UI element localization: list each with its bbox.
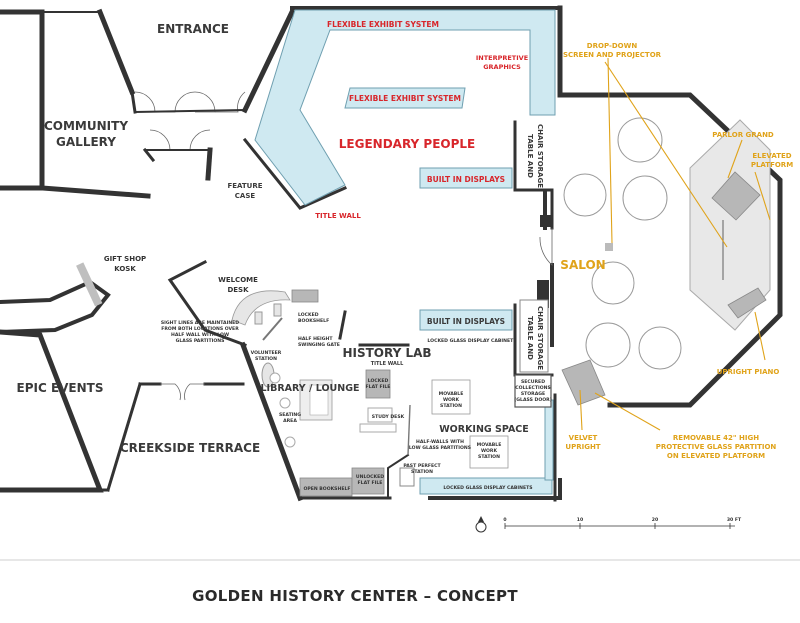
label-volunteer-2: STATION xyxy=(255,356,277,362)
furniture xyxy=(76,262,509,497)
label-locked-bookshelf-2: BOOKSHELF xyxy=(298,318,329,324)
label-built-in-displays-top: BUILT IN DISPLAYS xyxy=(427,175,505,184)
label-welcome-1: WELCOME xyxy=(218,276,258,284)
label-locked-glass-cab-top: LOCKED GLASS DISPLAY CABINETS xyxy=(427,338,516,344)
label-removable-3: ON ELEVATED PLATFORM xyxy=(667,452,765,460)
label-built-in-displays-lab: BUILT IN DISPLAYS xyxy=(427,317,505,326)
scale-tick-0: 0 xyxy=(503,517,506,523)
label-seating-2: AREA xyxy=(283,418,297,424)
exhibit-labels: FLEXIBLE EXHIBIT SYSTEM FLEXIBLE EXHIBIT… xyxy=(227,20,528,367)
terrace-door-left xyxy=(160,383,181,401)
room-labels: ENTRANCE COMMUNITY GALLERY LEGENDARY PEO… xyxy=(17,22,606,455)
label-dropdown-2: SCREEN AND PROJECTOR xyxy=(563,51,662,59)
label-locked-flat-1: LOCKED xyxy=(368,378,389,384)
salon-furniture xyxy=(561,57,771,431)
storage-blocks xyxy=(514,215,552,408)
label-community-1: COMMUNITY xyxy=(44,119,128,133)
label-elevated-1: ELEVATED xyxy=(752,152,791,160)
label-locked-bookshelf-1: LOCKED xyxy=(298,312,319,318)
label-movable-2c: STATION xyxy=(478,454,500,460)
label-feature-case-1: FEATURE xyxy=(227,182,262,190)
scale-tick-20: 20 xyxy=(652,517,658,523)
label-title-wall-lab: TITLE WALL xyxy=(371,361,404,367)
label-movable-2b: WORK xyxy=(481,448,498,454)
label-parlor-grand: PARLOR GRAND xyxy=(712,131,774,139)
label-history-lab: HISTORY LAB xyxy=(342,346,431,360)
label-community-2: GALLERY xyxy=(56,135,116,149)
label-movable-2a: MOVABLE xyxy=(477,442,502,448)
label-feature-case-2: CASE xyxy=(235,192,256,200)
label-entrance: ENTRANCE xyxy=(157,22,229,36)
label-secured-1: SECURED xyxy=(521,379,545,385)
label-locked-glass-cab-bot: LOCKED GLASS DISPLAY CABINETS xyxy=(443,485,532,491)
label-past-perfect-2: STATION xyxy=(411,469,433,475)
label-sight-1: SIGHT LINES ARE MAINTAINED xyxy=(161,320,239,326)
label-table-chair-top-1: TABLE AND xyxy=(526,134,534,178)
label-secured-3: STORAGE xyxy=(521,391,545,397)
label-salon: SALON xyxy=(560,258,605,272)
label-half-walls-1: HALF-WALLS WITH xyxy=(416,439,464,445)
label-half-walls-2: LOW GLASS PARTITIONS xyxy=(409,445,471,451)
label-sight-3: HALF WALL WITH LOW xyxy=(171,332,229,338)
label-unlocked-flat-1: UNLOCKED xyxy=(356,474,384,480)
label-working-space: WORKING SPACE xyxy=(439,424,529,435)
north-arrow-icon xyxy=(475,521,487,533)
label-velvet-1: VELVET xyxy=(569,434,598,442)
label-dropdown-1: DROP-DOWN xyxy=(587,42,638,50)
label-legendary-people: LEGENDARY PEOPLE xyxy=(339,137,475,151)
storage-labels: TABLE AND CHAIR STORAGE TABLE AND CHAIR … xyxy=(526,124,544,370)
label-past-perfect-1: PAST PERFECT xyxy=(403,463,441,469)
label-sight-4: GLASS PARTITIONS xyxy=(176,338,225,344)
label-unlocked-flat-2: FLAT FILE xyxy=(358,480,383,486)
label-gift-shop-2: KOSK xyxy=(114,265,136,273)
label-interpretive-2: GRAPHICS xyxy=(483,63,521,71)
label-locked-flat-2: FLAT FILE xyxy=(366,384,391,390)
label-library-lounge: LIBRARY / LOUNGE xyxy=(261,383,360,394)
north-arrow-tip-icon xyxy=(478,516,484,522)
exhibit-glass xyxy=(254,9,556,495)
label-flexible-exhibit-top: FLEXIBLE EXHIBIT SYSTEM xyxy=(327,20,439,29)
small-labels: SIGHT LINES ARE MAINTAINED FROM BOTH LOC… xyxy=(161,312,552,492)
label-table-chair-bot-2: CHAIR STORAGE xyxy=(536,306,544,370)
label-table-chair-top-2: CHAIR STORAGE xyxy=(536,124,544,188)
entrance-doors xyxy=(134,91,246,151)
label-flexible-exhibit-mid: FLEXIBLE EXHIBIT SYSTEM xyxy=(349,94,461,103)
label-elevated-2: PLATFORM xyxy=(751,161,793,169)
label-open-bookshelf: OPEN BOOKSHELF xyxy=(303,486,350,492)
label-velvet-2: UPRIGHT xyxy=(565,443,600,451)
label-volunteer-1: VOLUNTEER xyxy=(251,350,282,356)
scale-tick-30: 30 FT xyxy=(727,517,742,523)
label-study-desk: STUDY DESK xyxy=(372,414,405,420)
label-interpretive-1: INTERPRETIVE xyxy=(476,54,528,62)
label-creekside-terrace: CREEKSIDE TERRACE xyxy=(120,441,260,455)
label-half-gate-1: HALF HEIGHT xyxy=(298,336,333,342)
label-secured-4: (GLASS DOOR) xyxy=(514,397,552,403)
label-seating-1: SEATING xyxy=(279,412,301,418)
label-welcome-2: DESK xyxy=(227,286,249,294)
label-half-gate-2: SWINGING GATE xyxy=(298,342,340,348)
label-movable-1a: MOVABLE xyxy=(439,391,464,397)
scale-tick-10: 10 xyxy=(577,517,583,523)
salon-door xyxy=(539,228,553,266)
label-epic-events: EPIC EVENTS xyxy=(17,381,104,395)
label-title-wall-red: TITLE WALL xyxy=(315,212,361,220)
label-movable-1c: STATION xyxy=(440,403,462,409)
label-gift-shop-1: GIFT SHOP xyxy=(104,255,146,263)
label-sight-2: FROM BOTH LOCATIONS OVER xyxy=(161,326,239,332)
label-removable-2: PROTECTIVE GLASS PARTITION xyxy=(656,443,777,451)
label-table-chair-bot-1: TABLE AND xyxy=(526,316,534,360)
label-removable-1: REMOVABLE 42" HIGH xyxy=(673,434,759,442)
label-secured-2: COLLECTIONS xyxy=(515,385,551,391)
terrace-door-right xyxy=(184,383,205,401)
label-movable-1b: WORK xyxy=(443,397,460,403)
page-title: GOLDEN HISTORY CENTER – CONCEPT xyxy=(192,587,518,605)
label-upright-piano: UPRIGHT PIANO xyxy=(717,368,780,376)
salon-labels: DROP-DOWN SCREEN AND PROJECTOR PARLOR GR… xyxy=(563,42,793,460)
scale-bar: 0 10 20 30 FT xyxy=(475,516,742,533)
